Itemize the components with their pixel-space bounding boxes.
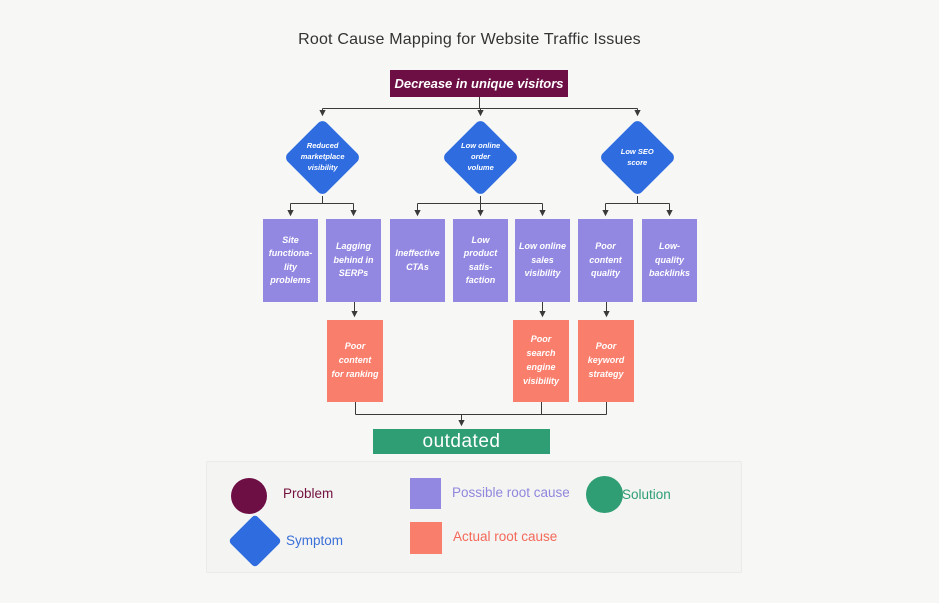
legend-possible-cause-swatch-square xyxy=(410,478,441,509)
legend-possible-cause-label: Possible root cause xyxy=(452,485,570,500)
solution-node[interactable]: outdated xyxy=(373,429,550,454)
solution-node-label: outdated xyxy=(422,430,501,452)
actual-cause-node-label: Poor search engine visibility xyxy=(522,334,559,386)
symptom-node-low-seo-score[interactable]: Low SEO score xyxy=(598,118,677,197)
possible-cause-node-low-product-satisfaction[interactable]: Low product satis- faction xyxy=(453,219,508,302)
symptom-node-label: Low SEO score xyxy=(621,146,654,167)
possible-cause-node-poor-content-quality[interactable]: Poor content quality xyxy=(578,219,633,302)
problem-node[interactable]: Decrease in unique visitors xyxy=(390,70,568,97)
legend-symptom-label: Symptom xyxy=(286,533,344,548)
actual-cause-node-poor-content-for-ranking[interactable]: Poor content for ranking xyxy=(327,320,383,402)
cause-node-label: Low- quality backlinks xyxy=(648,241,691,279)
possible-cause-node-low-quality-backlinks[interactable]: Low- quality backlinks xyxy=(642,219,697,302)
possible-cause-node-ineffective-ctas[interactable]: Ineffective CTAs xyxy=(390,219,445,302)
possible-cause-node-site-functionality-problems[interactable]: Site functiona- lity problems xyxy=(263,219,318,302)
symptom-node-low-online-order-volume[interactable]: Low online order volume xyxy=(441,118,520,197)
symptom-node-reduced-marketplace-visibility[interactable]: Reduced marketplace visibility xyxy=(283,118,362,197)
problem-node-label: Decrease in unique visitors xyxy=(394,76,564,91)
diagram-title: Root Cause Mapping for Website Traffic I… xyxy=(298,31,641,48)
possible-cause-node-lagging-behind-serps[interactable]: Lagging behind in SERPs xyxy=(326,219,381,302)
legend-solution-swatch-circle xyxy=(586,476,623,513)
cause-node-label: Low product satis- faction xyxy=(463,234,498,286)
actual-cause-node-label: Poor content for ranking xyxy=(331,341,379,379)
cause-node-label: Ineffective CTAs xyxy=(395,248,440,272)
legend-symptom-swatch-diamond xyxy=(228,514,282,568)
legend-actual-cause-label: Actual root cause xyxy=(453,529,558,544)
cause-node-label: Site functiona- lity problems xyxy=(268,234,313,286)
actual-cause-node-poor-keyword-strategy[interactable]: Poor keyword strategy xyxy=(578,320,634,402)
legend-problem-swatch-circle xyxy=(231,478,267,514)
cause-node-label: Poor content quality xyxy=(589,241,622,279)
symptom-node-label: Low online order volume xyxy=(460,141,501,172)
cause-node-label: Lagging behind in SERPs xyxy=(333,241,374,279)
legend-solution-label: Solution xyxy=(622,487,671,502)
actual-cause-node-poor-search-engine-visibility[interactable]: Poor search engine visibility xyxy=(513,320,569,402)
actual-cause-node-label: Poor keyword strategy xyxy=(587,341,625,379)
cause-node-label: Low online sales visibility xyxy=(519,241,566,279)
legend-panel: Problem Symptom Possible root cause Actu… xyxy=(206,461,742,573)
legend-problem-label: Problem xyxy=(283,486,334,501)
possible-cause-node-low-online-sales-visibility[interactable]: Low online sales visibility xyxy=(515,219,570,302)
legend-actual-cause-swatch-square xyxy=(410,522,442,554)
symptom-node-label: Reduced marketplace visibility xyxy=(300,141,345,172)
